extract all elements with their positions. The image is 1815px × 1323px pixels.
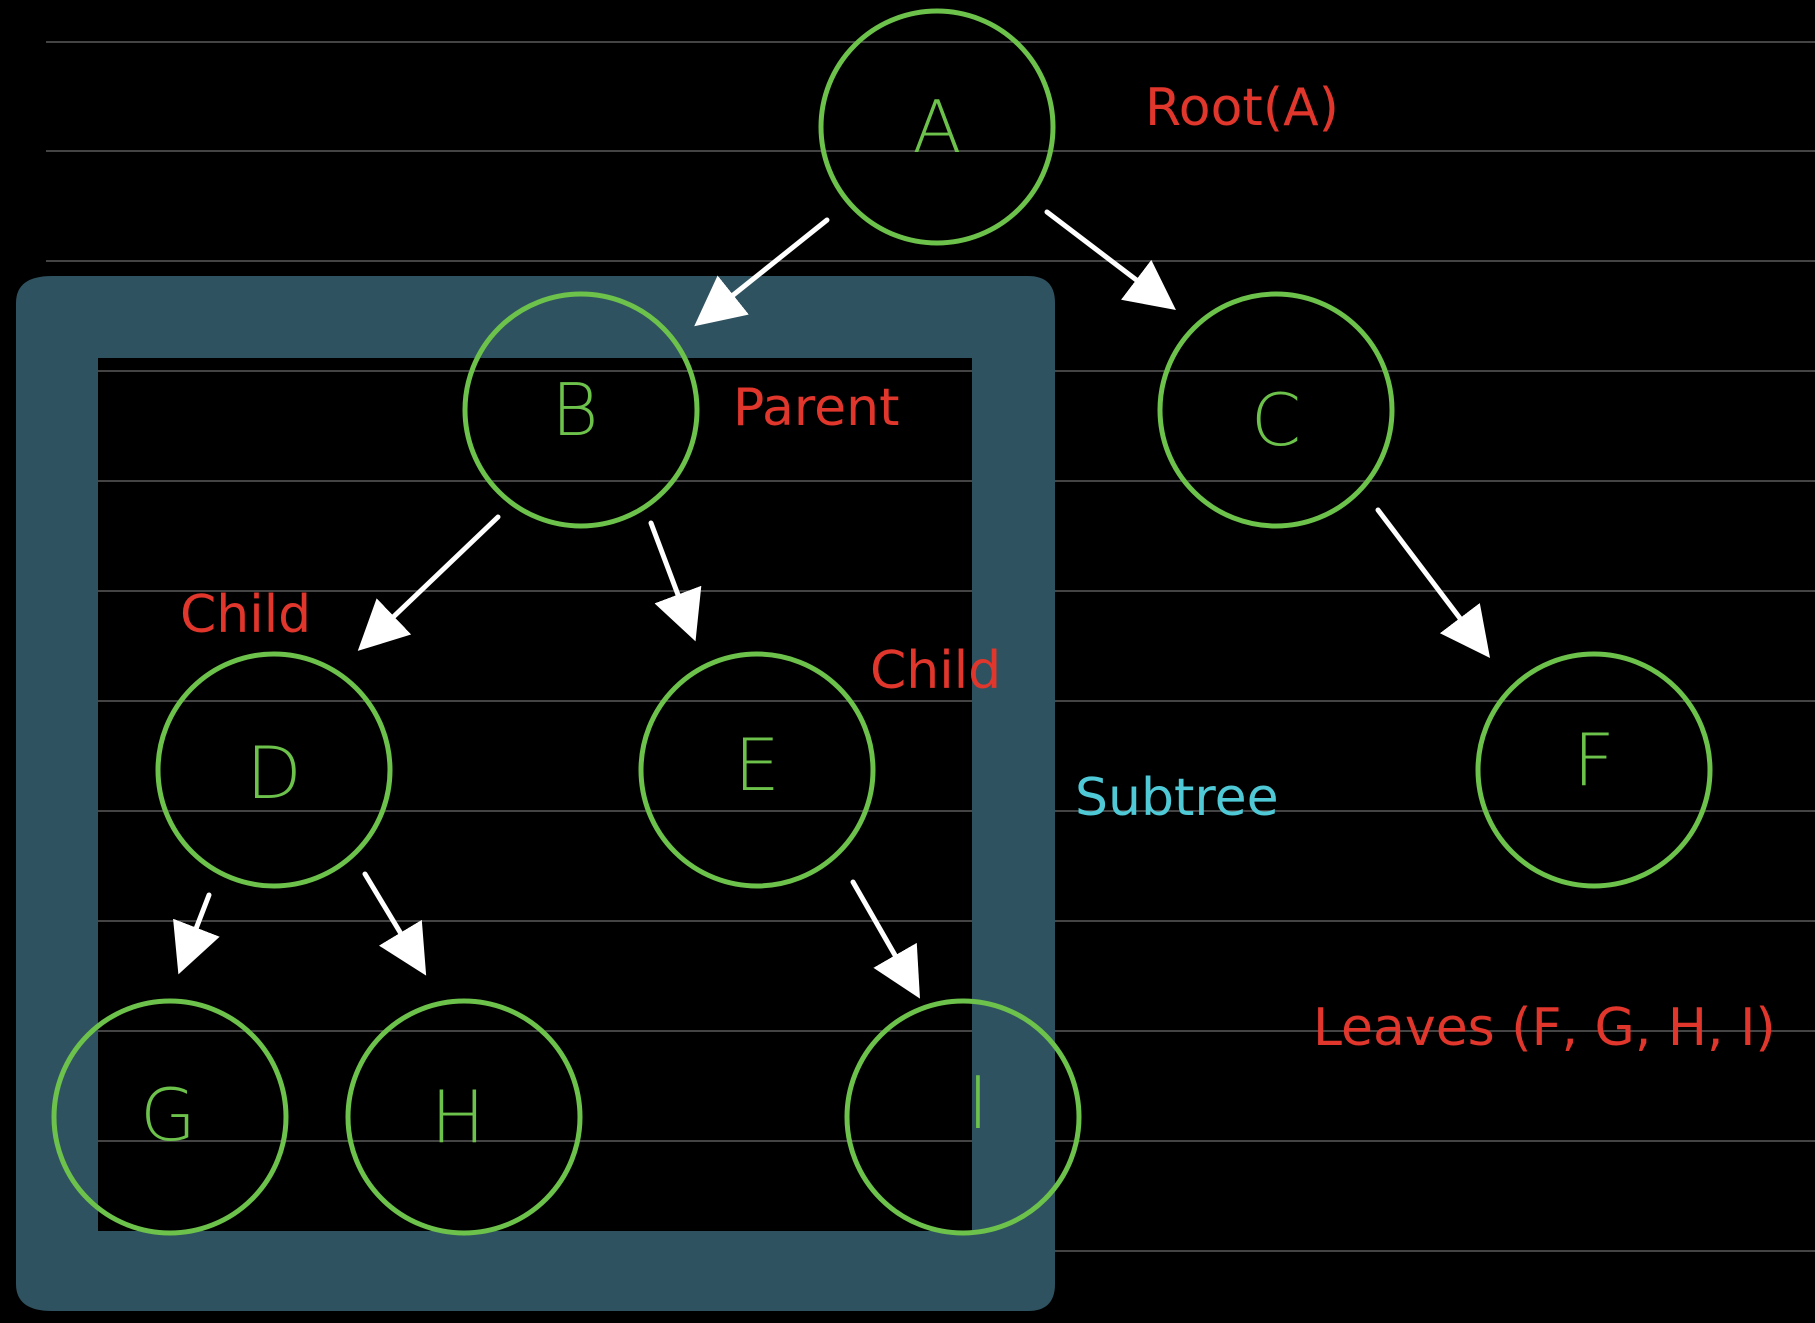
edge-a-b [694,217,830,327]
node-h-circle [345,998,583,1236]
node-a-circle [818,8,1056,246]
root-annotation: Root(A) [1145,78,1339,138]
nodes [51,8,1713,1236]
node-h-label: H [431,1075,485,1159]
edge-d-g [173,892,220,975]
parent-annotation: Parent [733,378,899,438]
node-d-label: D [246,731,301,815]
edge-d-h [362,871,427,976]
node-c-label: C [1251,378,1301,462]
node-e-label: E [734,723,780,807]
node-e-circle [638,651,876,889]
edges [173,209,1491,999]
node-g-circle [51,998,289,1236]
edge-e-i [850,879,920,999]
node-i-circle [844,998,1082,1236]
node-b-circle [462,291,700,529]
node-c-circle [1157,291,1395,529]
child-right-annotation: Child [870,641,1001,701]
child-left-annotation: Child [180,585,311,645]
leaves-annotation: Leaves (F, G, H, I) [1313,998,1776,1058]
edge-a-c [1044,209,1176,311]
edge-b-e [648,520,702,642]
node-f-circle [1475,651,1713,889]
node-i-label: I [967,1061,988,1145]
node-f-label: F [1573,718,1614,802]
edge-c-f [1375,507,1491,658]
node-labels: A B C D E F G H I [140,85,1615,1159]
edge-b-d [357,514,501,651]
node-d-circle [155,651,393,889]
node-a-label: A [912,85,961,169]
node-b-label: B [551,368,598,452]
subtree-annotation: Subtree [1075,768,1279,828]
node-g-label: G [140,1073,196,1157]
